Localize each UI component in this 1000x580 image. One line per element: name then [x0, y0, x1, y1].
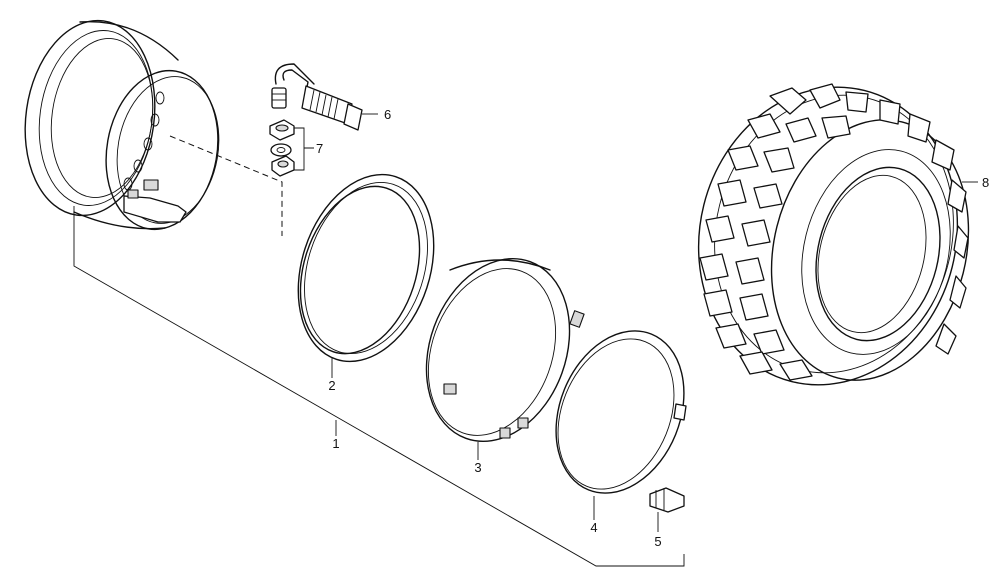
- tire: [697, 83, 978, 386]
- rim-bolt-holes: [123, 91, 165, 191]
- tire-tread-blocks: [699, 83, 969, 381]
- valve-mount-dashed-line: [169, 135, 283, 236]
- callout-4: 4: [590, 520, 597, 535]
- bead-seat-band: [555, 330, 687, 520]
- lock-ring: [297, 173, 435, 378]
- callout-6: 6: [384, 107, 391, 122]
- callout-1-leader: [73, 206, 685, 567]
- callout-1: 1: [332, 436, 339, 451]
- callout-7-leader: [294, 127, 314, 171]
- callout-7: 7: [316, 141, 323, 156]
- side-ring: [425, 257, 585, 460]
- wheel-rim: [24, 19, 220, 231]
- valve-nuts-washers: [269, 119, 314, 177]
- callout-8: 8: [982, 175, 989, 190]
- ring-key: [649, 487, 685, 532]
- valve-stem: [271, 63, 378, 131]
- callout-5: 5: [654, 534, 661, 549]
- callout-3: 3: [474, 460, 481, 475]
- callout-2: 2: [328, 378, 335, 393]
